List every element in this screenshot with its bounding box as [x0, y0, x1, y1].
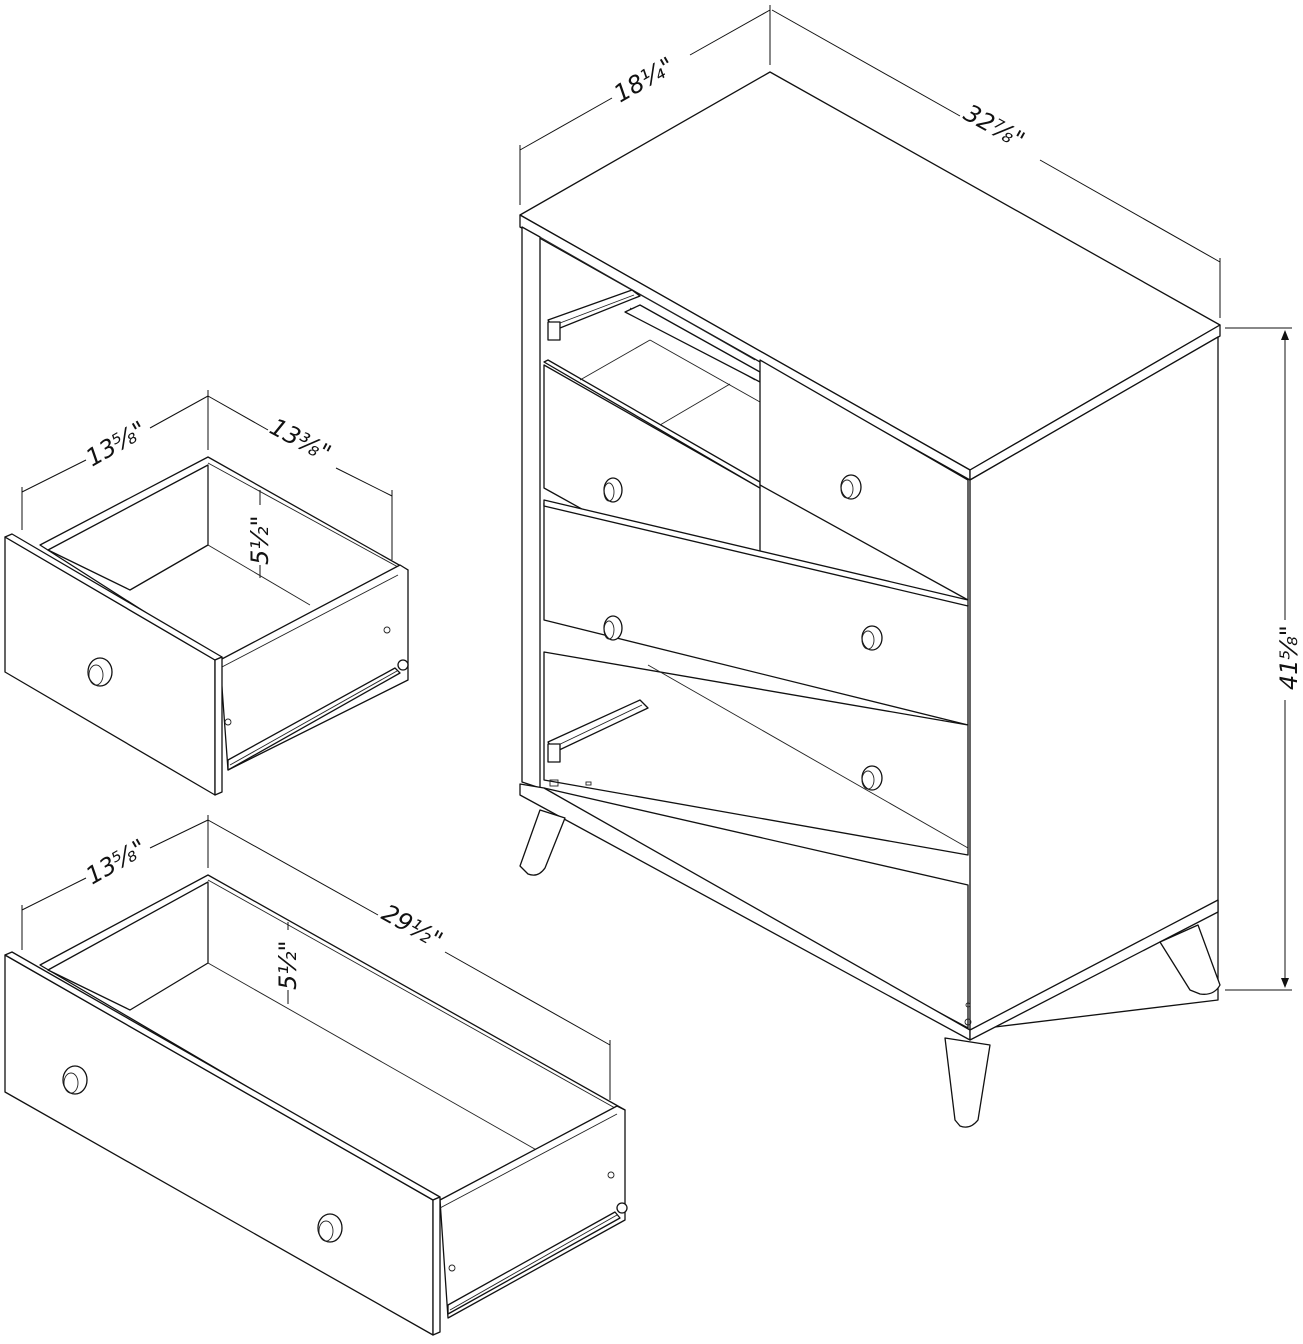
- dresser-base-side: [969, 899, 1219, 1041]
- dresser-legs: [519, 809, 1221, 1128]
- small-drawer-depth-label: 13⅝": [81, 416, 151, 473]
- knob-icon: [62, 1065, 88, 1095]
- dresser-depth-label: 18¼": [609, 52, 679, 109]
- dresser-side-panel: [969, 336, 1219, 1031]
- dresser-top-side-edge: [969, 324, 1221, 481]
- dresser-height-label: 41⅝": [1275, 625, 1303, 690]
- drawer-slide-bottom: [547, 699, 649, 787]
- small-drawer-height-label: 5½": [246, 515, 274, 565]
- dresser: [519, 71, 1221, 1128]
- dresser-width-label: 32⅞": [959, 99, 1029, 155]
- knob-icon: [317, 1213, 343, 1243]
- drawer-slide-top: [547, 289, 641, 341]
- large-drawer-height-label: 5½": [274, 940, 302, 990]
- large-drawer-depth-label: 13⅝": [81, 834, 151, 891]
- small-drawer-width-label: 13⅜": [265, 413, 335, 468]
- small-drawer: [4, 456, 409, 796]
- drawer-lower: [543, 651, 969, 856]
- large-drawer-width-label: 29½": [377, 899, 447, 955]
- dresser-left-stile: [521, 226, 541, 789]
- large-drawer: [4, 874, 628, 1336]
- knob-icon: [87, 657, 113, 687]
